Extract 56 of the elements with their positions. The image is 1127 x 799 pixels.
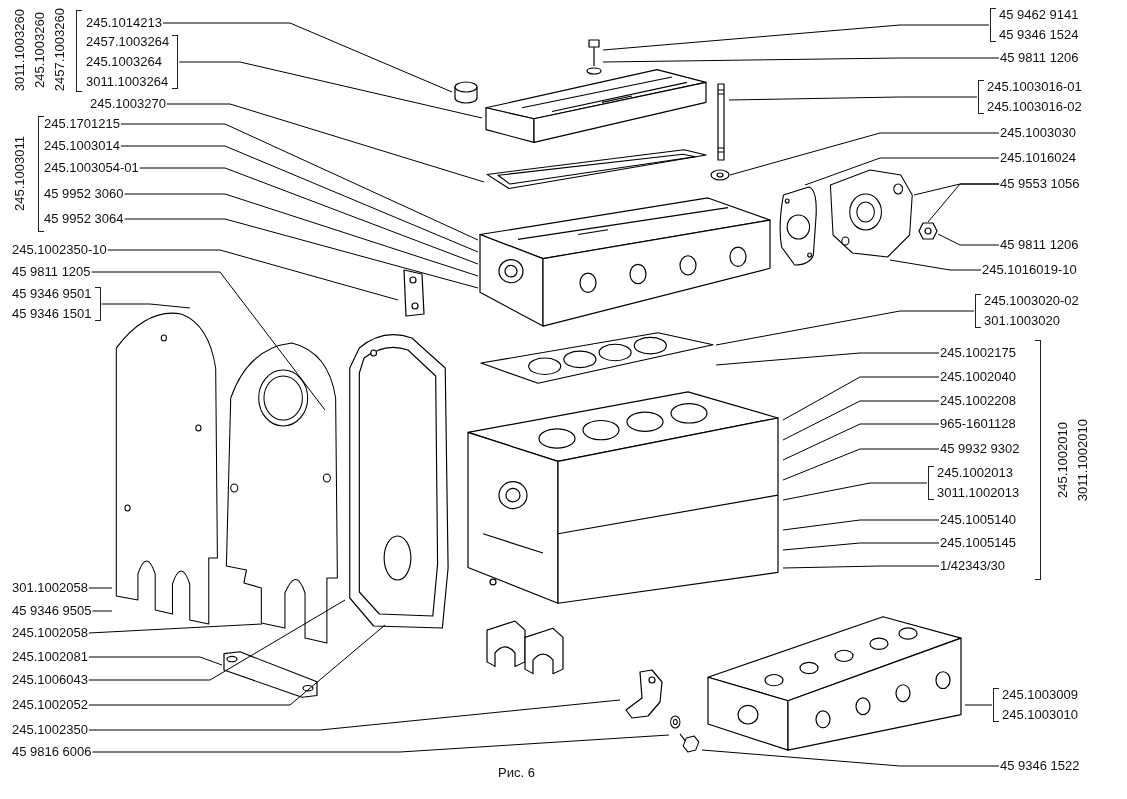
leader-line [927,183,1000,223]
leader-line [602,57,1000,63]
leader-line [729,132,1000,176]
leader-line [166,103,485,183]
leader-line [120,123,479,241]
part-number: 245.1002010 [1055,422,1071,498]
part-number: 245.1003260 [32,12,48,88]
part-number: 2457.1003260 [52,8,68,92]
leader-line [120,145,479,253]
leader-line [92,734,670,753]
head-gasket-drawing [478,331,716,386]
leader-line [101,303,191,309]
leader-line [602,24,990,51]
gasket-drawing [776,185,818,267]
leader-line [124,193,479,277]
leader-line [139,167,479,265]
leader-line [162,22,453,93]
leader-line [88,624,386,706]
nut-drawing [918,222,938,240]
part-number: 3011.1003260 [12,8,28,92]
leader-line [782,423,940,461]
leader-line [782,448,940,481]
leader-line [92,610,113,612]
leader-line [124,218,479,289]
leader-line [782,482,928,501]
leader-line [889,259,982,271]
leader-line [964,704,993,706]
leader-line [91,271,326,411]
valve-cover-drawing [482,66,710,146]
cylinder-head-drawing [478,196,773,328]
leader-line [88,599,346,681]
leader-line [804,157,1000,186]
leader-line [715,310,975,346]
leader-line [937,233,1000,246]
leader-line [178,61,483,119]
leader-line [782,565,940,569]
bolt-drawing [669,714,702,756]
washer-drawing [710,168,730,182]
leader-line [701,749,1000,767]
leader-line [782,400,940,441]
leader-line [715,352,940,366]
leader-line [728,96,978,101]
leader-line [782,542,940,551]
figure-caption: Рис. 6 [498,764,535,782]
leader-line [782,519,940,531]
bolt-drawing [585,38,603,78]
leader-line [88,656,223,666]
filler-cap-drawing [452,80,480,106]
leader-line [107,249,399,301]
leader-line [88,699,621,731]
part-number: 245.1003011 [12,135,28,211]
leader-line [88,587,113,589]
part-number: 3011.1002010 [1075,418,1091,502]
leader-line [782,376,940,421]
leader-line [88,623,263,634]
gasket-drawing [484,148,709,192]
